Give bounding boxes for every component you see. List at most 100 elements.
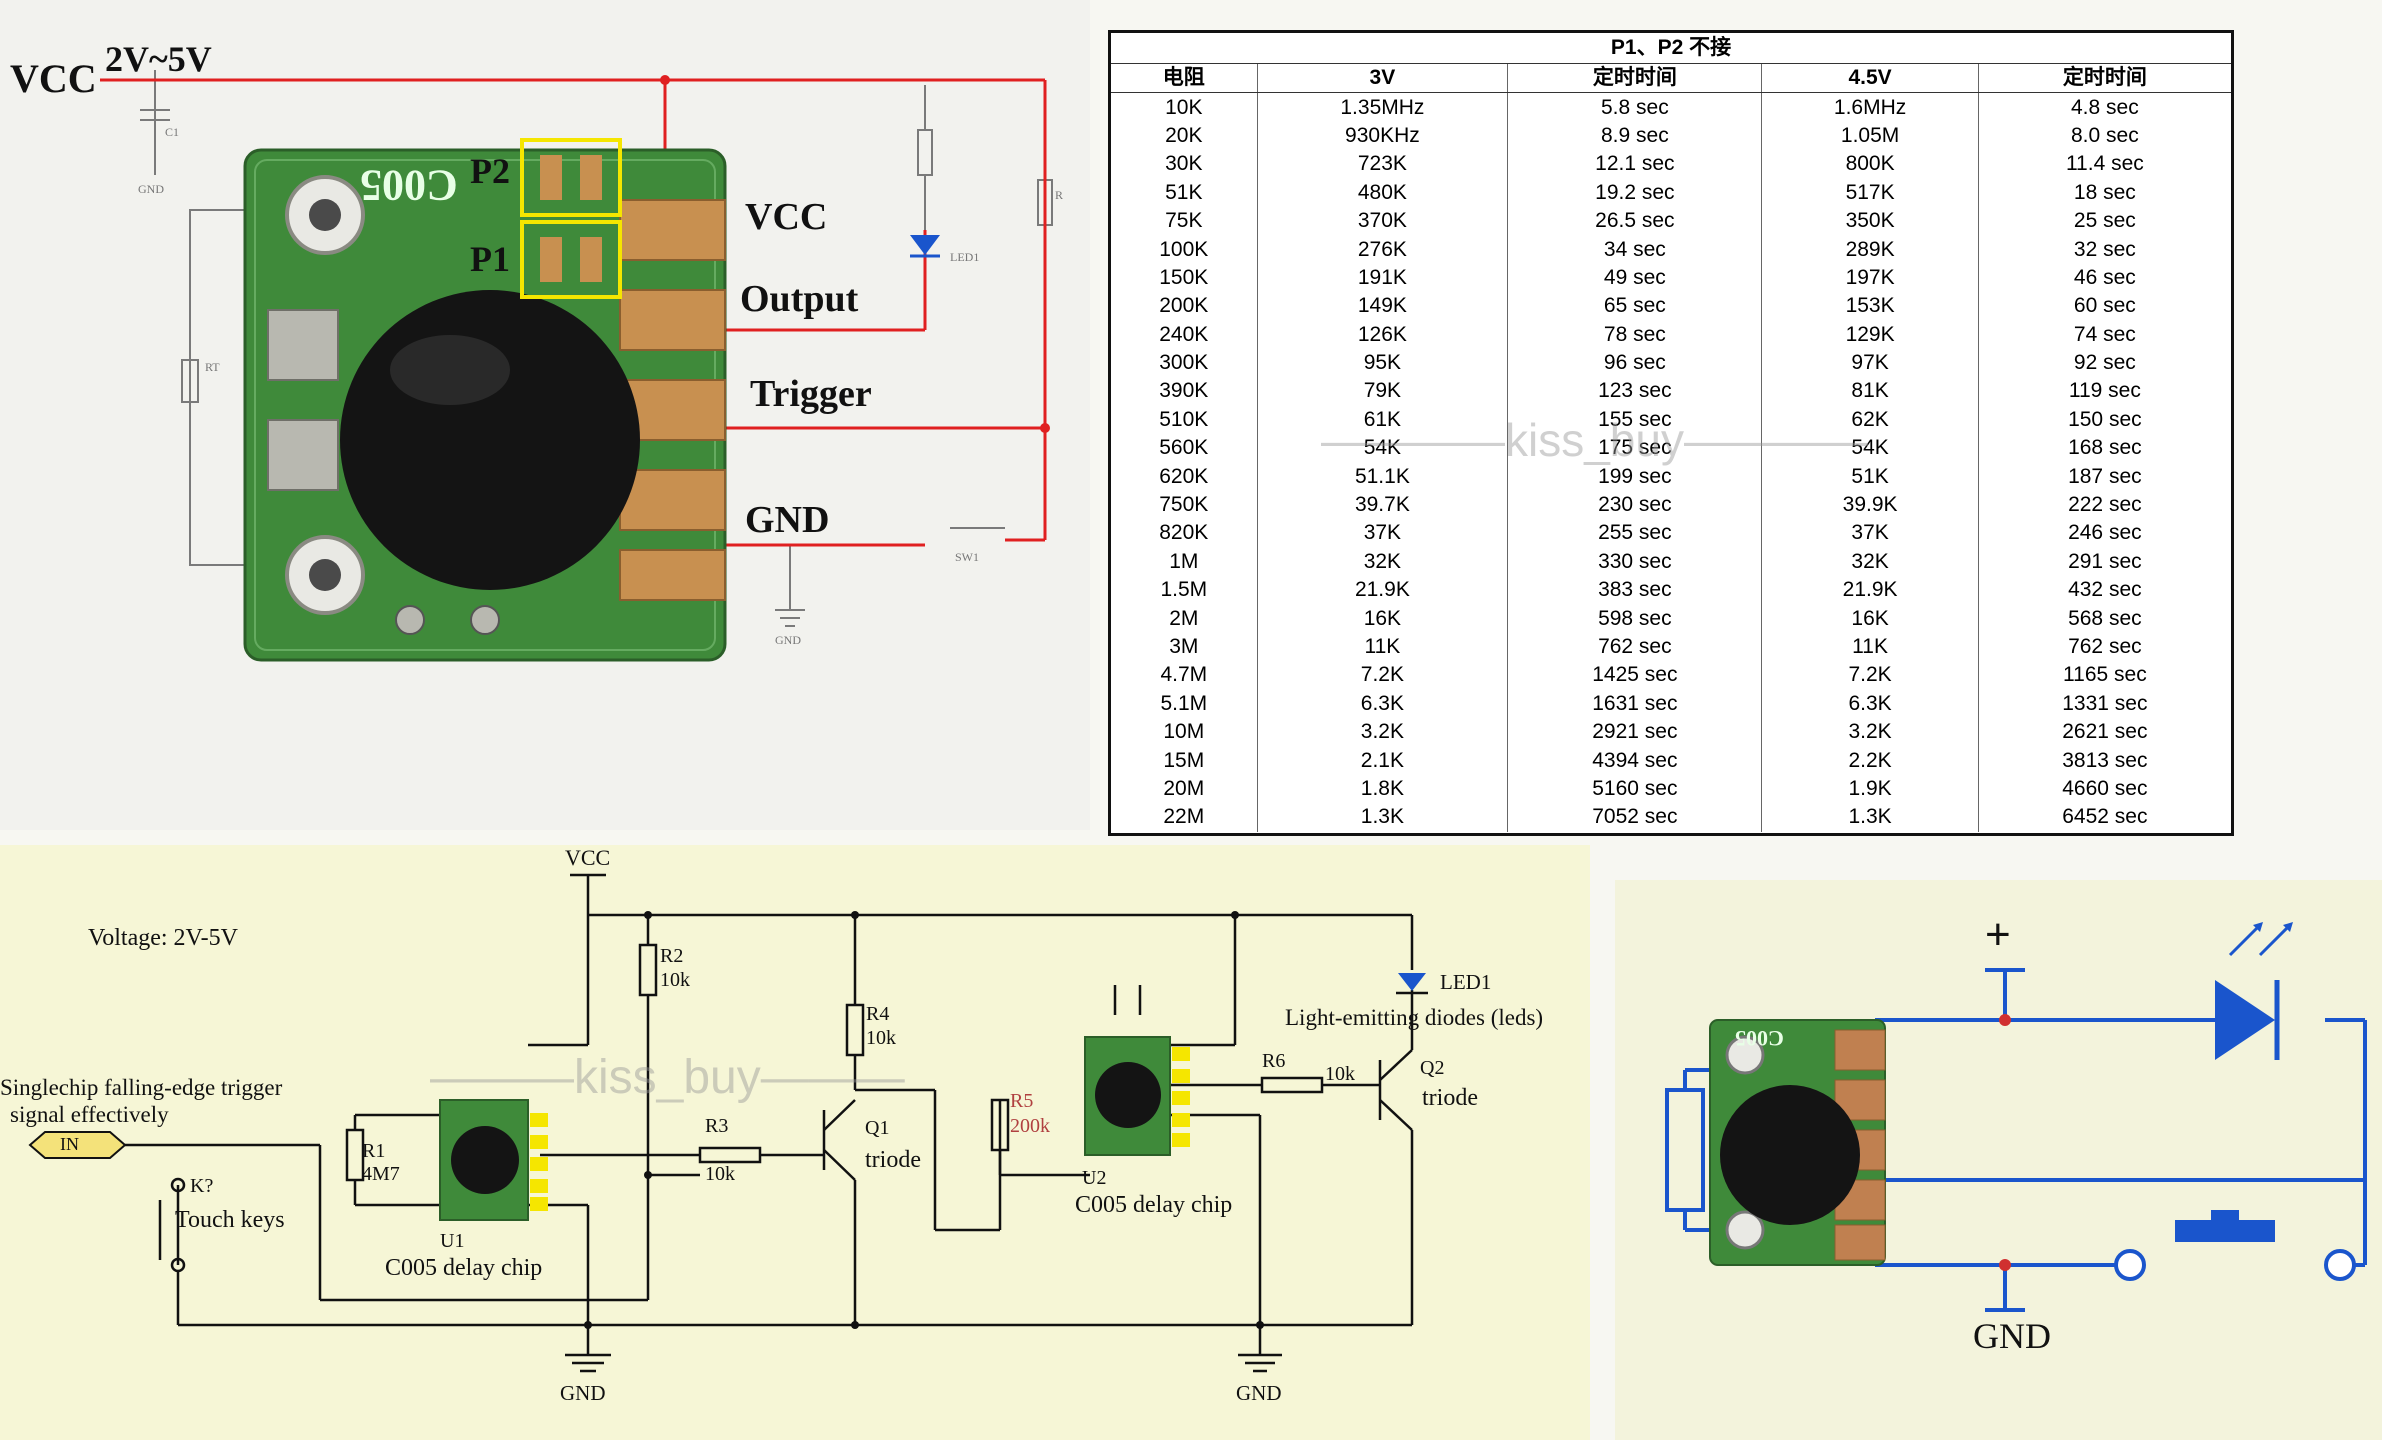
- table-cell: 1165 sec: [1977, 661, 2231, 690]
- table-cell: 598 sec: [1507, 604, 1762, 633]
- supply-voltage-range: 2V~5V: [105, 39, 212, 79]
- table-cell: 119 sec: [1977, 377, 2231, 406]
- table-cell: 1331 sec: [1977, 689, 2231, 718]
- table-cell: 432 sec: [1977, 576, 2231, 605]
- positive-terminal-label: +: [1985, 910, 2011, 959]
- table-cell: 276K: [1256, 235, 1508, 264]
- table-cell: 1.9K: [1761, 774, 1979, 804]
- table-cell: 96 sec: [1507, 348, 1762, 378]
- table-cell: 1.3K: [1256, 803, 1508, 832]
- r6-value: 10k: [1325, 1063, 1355, 1085]
- table-cell: 820K: [1159, 521, 1209, 545]
- table-cell: 20K: [1165, 123, 1203, 147]
- table-cell: 8.9 sec: [1507, 121, 1762, 151]
- table-cell: 37K: [1761, 519, 1979, 548]
- r4-label: R4: [866, 1003, 890, 1025]
- table-cell: 390K: [1159, 379, 1209, 403]
- table-cell: 750K: [1159, 493, 1209, 517]
- table-cell: 191K: [1256, 263, 1508, 293]
- table-cell: 61K: [1256, 405, 1508, 435]
- table-cell: 5.8 sec: [1507, 92, 1762, 122]
- table-cell: 32K: [1761, 547, 1979, 577]
- rt-small-label: RT: [205, 360, 220, 374]
- u1-label: U1: [440, 1230, 465, 1252]
- r5-label: R5: [1010, 1090, 1034, 1112]
- table-cell: 197K: [1761, 263, 1979, 293]
- r3-label: R3: [705, 1115, 729, 1137]
- table-cell: 6.3K: [1256, 689, 1508, 718]
- r3-value: 10k: [705, 1163, 735, 1185]
- table-cell: 150K: [1159, 265, 1209, 289]
- switch-small-label: SW1: [955, 550, 979, 564]
- table-cell: 39.9K: [1761, 490, 1979, 520]
- table-cell: 480K: [1256, 178, 1508, 207]
- gnd-small-label-a: GND: [138, 182, 164, 196]
- table-cell: 246 sec: [1977, 519, 2231, 548]
- table-cell: 75K: [1165, 209, 1203, 233]
- r2-label: R2: [660, 945, 684, 967]
- schematic-drawing: [28, 873, 1428, 1373]
- q2-description: triode: [1422, 1085, 1478, 1111]
- table-cell: 30K: [1165, 152, 1203, 176]
- table-cell: 46 sec: [1977, 263, 2231, 293]
- schematic-gnd-left: GND: [560, 1381, 606, 1405]
- r6-label: R6: [1262, 1050, 1286, 1072]
- table-cell: 291 sec: [1977, 547, 2231, 577]
- trigger-description-line1: Singlechip falling-edge trigger: [0, 1075, 283, 1100]
- table-cell: 74 sec: [1977, 320, 2231, 349]
- pad-p2-label: P2: [470, 151, 510, 191]
- table-cell: 255 sec: [1507, 519, 1762, 548]
- table-cell: 21.9K: [1256, 576, 1508, 605]
- r1-value: 4M7: [362, 1163, 400, 1185]
- pin-gnd-label: GND: [745, 499, 830, 541]
- table-cell: 15M: [1163, 748, 1205, 772]
- table-cell: 21.9K: [1761, 576, 1979, 605]
- table-cell: 11K: [1761, 632, 1979, 662]
- table-cell: 32K: [1256, 547, 1508, 577]
- table-cell: 20M: [1163, 776, 1205, 800]
- capacitor-small-label: C1: [165, 125, 180, 139]
- schematic-watermark-text: kiss_buy: [574, 1051, 761, 1104]
- table-cell: 4394 sec: [1507, 746, 1762, 775]
- table-cell: 168 sec: [1977, 434, 2231, 463]
- table-cell: 62K: [1761, 405, 1979, 435]
- table-cell: 65 sec: [1507, 292, 1762, 321]
- schematic-vcc-label: VCC: [565, 845, 611, 870]
- table-cell: 1.8K: [1256, 774, 1508, 804]
- table-cell: 1631 sec: [1507, 689, 1762, 718]
- pad-p1-label: P1: [470, 239, 510, 279]
- module-button-led-panel: + GND C005: [1615, 880, 2382, 1440]
- bottom-right-chip-silk: C005: [1735, 1026, 1784, 1051]
- table-cell: 97K: [1761, 348, 1979, 378]
- table-cell: 25 sec: [1977, 206, 2231, 236]
- table-cell: 4.8 sec: [1977, 92, 2231, 122]
- table-cell: 123 sec: [1507, 377, 1762, 406]
- table-cell: 175 sec: [1507, 434, 1762, 463]
- table-cell: 1425 sec: [1507, 661, 1762, 690]
- table-cell: 129K: [1761, 320, 1979, 349]
- table-cell: 5.1M: [1160, 691, 1208, 715]
- table-cell: 1.5M: [1160, 578, 1208, 602]
- table-cell: 92 sec: [1977, 348, 2231, 378]
- table-cell: 10K: [1165, 95, 1203, 119]
- led-description: Light-emitting diodes (leds): [1285, 1005, 1544, 1030]
- r2-value: 10k: [660, 969, 690, 991]
- table-cell: 930KHz: [1256, 121, 1508, 151]
- table-cell: 2M: [1169, 606, 1199, 630]
- table-cell: 22M: [1163, 805, 1205, 829]
- table-cell: 18 sec: [1977, 178, 2231, 207]
- trigger-description-line2: signal effectively: [10, 1102, 169, 1127]
- schematic-voltage-label: Voltage: 2V-5V: [88, 925, 238, 951]
- pin-trigger-label: Trigger: [750, 373, 872, 415]
- table-cell: 240K: [1159, 322, 1209, 346]
